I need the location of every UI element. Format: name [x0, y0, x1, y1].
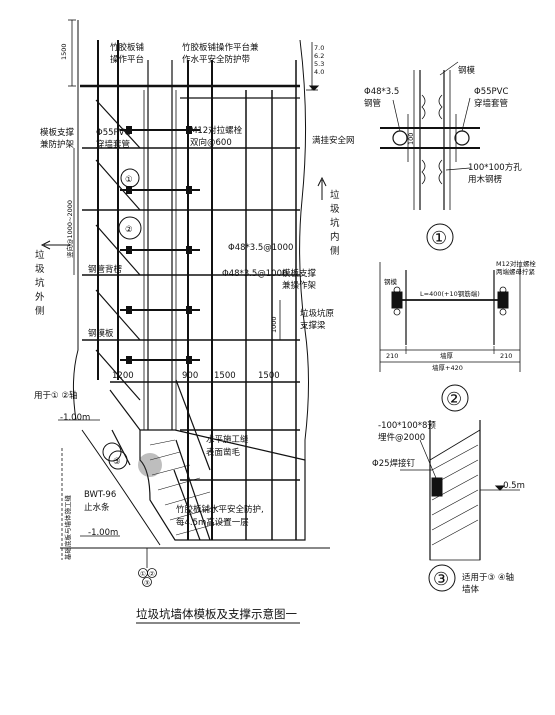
- elev-2: -1.00m: [88, 528, 118, 538]
- svg-text:垃: 垃: [35, 249, 45, 261]
- dim-h-1: 1200: [112, 371, 134, 381]
- steel-form-label: 钢模板: [88, 328, 114, 339]
- d3-plate-1: -100*100*8预: [378, 420, 436, 431]
- top-left-label-1: 竹胶板铺: [110, 42, 145, 53]
- d2-rod: L=400(+10钢筋端): [420, 289, 480, 298]
- d3-number: ③: [433, 569, 449, 590]
- tape-label-2: 止水条: [84, 502, 110, 513]
- inside-label: 垃 圾 坑 内 侧: [330, 189, 340, 257]
- d2-bolt: M12对拉螺栓: [496, 259, 536, 268]
- dim-h-2: 900: [182, 371, 198, 381]
- detail-3-labels: -100*100*8预 埋件@2000 Φ25焊接钉 -0.5m 适用于③ ④轴…: [372, 420, 525, 595]
- horizontal-joint-2: 表面凿毛: [206, 447, 241, 458]
- pvc-label-1: Φ55PVC: [96, 128, 130, 138]
- d1-wood-2: 用木钢楞: [468, 174, 503, 185]
- bolt-label-2: 双向@600: [190, 137, 232, 148]
- circle-ref-1: ①: [125, 175, 133, 185]
- main-section-drawing: [40, 19, 330, 587]
- level-1: 7.0: [314, 44, 324, 52]
- svg-text:外: 外: [35, 291, 45, 303]
- d3-elev: -0.5m: [500, 481, 525, 491]
- circle-ref-3: ③: [113, 457, 121, 467]
- tape-label-1: BWT-96: [84, 490, 116, 500]
- right-boundary-line: [299, 39, 309, 540]
- svg-text:侧: 侧: [330, 245, 340, 257]
- axis-1: ①: [140, 570, 146, 578]
- d3-plate-2: 埋件@2000: [378, 432, 425, 443]
- svg-text:圾: 圾: [35, 263, 45, 275]
- dim-h-3: 1500: [214, 371, 236, 381]
- d2-dim-3: 210: [500, 352, 512, 360]
- svg-text:侧: 侧: [35, 305, 45, 317]
- orig-support-2: 支撑梁: [300, 320, 326, 331]
- d1-pipe-2: 钢管: [364, 98, 381, 109]
- dim-1000: 1000: [270, 316, 278, 333]
- d2-total: 墙厚+420: [432, 363, 463, 372]
- svg-text:坑: 坑: [330, 217, 340, 229]
- d1-number: ①: [431, 228, 447, 249]
- figure-title: 垃圾坑墙体模板及支撑示意图一: [136, 607, 297, 621]
- circle-ref-2: ②: [125, 225, 133, 235]
- left-dim-vertical: 竖向@1000~2000: [65, 200, 74, 258]
- detail-2-labels: M12对拉螺栓 两端螺母拧紧 L=400(+10钢筋端) 钢模 210 墙厚 2…: [384, 259, 536, 410]
- level-4: 4.0: [314, 68, 324, 76]
- d1-steel-form: 钢模: [458, 65, 476, 76]
- d1-pvc-2: 穿墙套管: [474, 98, 508, 109]
- level-2: 6.2: [314, 52, 324, 60]
- d1-wood-1: 100*100方孔: [468, 162, 522, 173]
- d3-used-for-1: 适用于③ ④轴: [462, 572, 514, 583]
- form-support-2: 兼操作架: [282, 280, 317, 291]
- elev-1: -1.00m: [60, 413, 90, 423]
- main-labels: 竹胶板铺 操作平台 竹胶板铺操作平台兼 作水平安全防护带 7.0 6.2 5.3…: [34, 42, 355, 624]
- left-boundary-line: [72, 20, 79, 421]
- left-label-1-b: 兼防护架: [40, 139, 75, 150]
- svg-text:垃: 垃: [330, 189, 340, 201]
- foundation-joint-label: 基础底板与墙体施工缝: [63, 495, 72, 561]
- detail-1: [380, 61, 480, 251]
- left-label-1-a: 模板支撑: [40, 127, 75, 138]
- pipe-label-1: Φ48*3.5@1000: [228, 243, 293, 253]
- orig-support-1: 垃圾坑原: [300, 308, 334, 319]
- detail-1-labels: 钢模 Φ48*3.5 钢管 Φ55PVC 穿墙套管 100 100*100方孔 …: [364, 65, 522, 249]
- axis-3: ③: [144, 579, 150, 587]
- d1-pipe-1: Φ48*3.5: [364, 87, 399, 97]
- detail-2: [379, 262, 521, 412]
- d1-dim: 100: [407, 133, 415, 145]
- top-left-label-2: 操作平台: [110, 54, 144, 65]
- d2-left-note: 钢模: [384, 277, 398, 286]
- level-3: 5.3: [314, 60, 324, 68]
- dim-top: 1500: [60, 43, 68, 60]
- detail-3: [400, 420, 520, 592]
- svg-text:内: 内: [330, 231, 340, 243]
- steel-back-label: 钢管背楞: [88, 264, 123, 275]
- d3-used-for-2: 墙体: [462, 584, 480, 595]
- horizontal-joint-1: 水平施工缝: [206, 434, 249, 445]
- axis-2: ②: [149, 570, 155, 578]
- bolt-label-1: M12对拉螺栓: [190, 125, 243, 136]
- top-mid-label-2: 作水平安全防护带: [182, 54, 251, 65]
- net-label: 满挂安全网: [312, 135, 355, 146]
- d2-number: ②: [446, 389, 462, 410]
- bottom-note-1: 竹胶板铺水平安全防护,: [176, 504, 264, 515]
- outside-label: 垃 圾 坑 外 侧: [35, 249, 45, 317]
- svg-text:坑: 坑: [35, 277, 45, 289]
- bottom-note-2: 每4.5m高设置一层: [176, 517, 249, 528]
- dim-h-4: 1500: [258, 371, 280, 381]
- d2-dim-1: 210: [386, 352, 398, 360]
- used-for-label: 用于① ②轴: [34, 390, 77, 401]
- form-support-1: 模板支撑: [282, 268, 317, 279]
- d2-dim-2: 墙厚: [440, 351, 454, 360]
- d3-nail: Φ25焊接钉: [372, 458, 416, 469]
- svg-text:圾: 圾: [330, 203, 340, 215]
- pipe-label-2: Φ48*3.5@1000: [222, 269, 287, 279]
- pvc-label-2: 穿墙套管: [96, 139, 130, 150]
- d1-pvc-1: Φ55PVC: [474, 87, 508, 97]
- top-mid-label-1: 竹胶板铺操作平台兼: [182, 42, 259, 53]
- d2-bolt-2: 两端螺母拧紧: [496, 267, 536, 276]
